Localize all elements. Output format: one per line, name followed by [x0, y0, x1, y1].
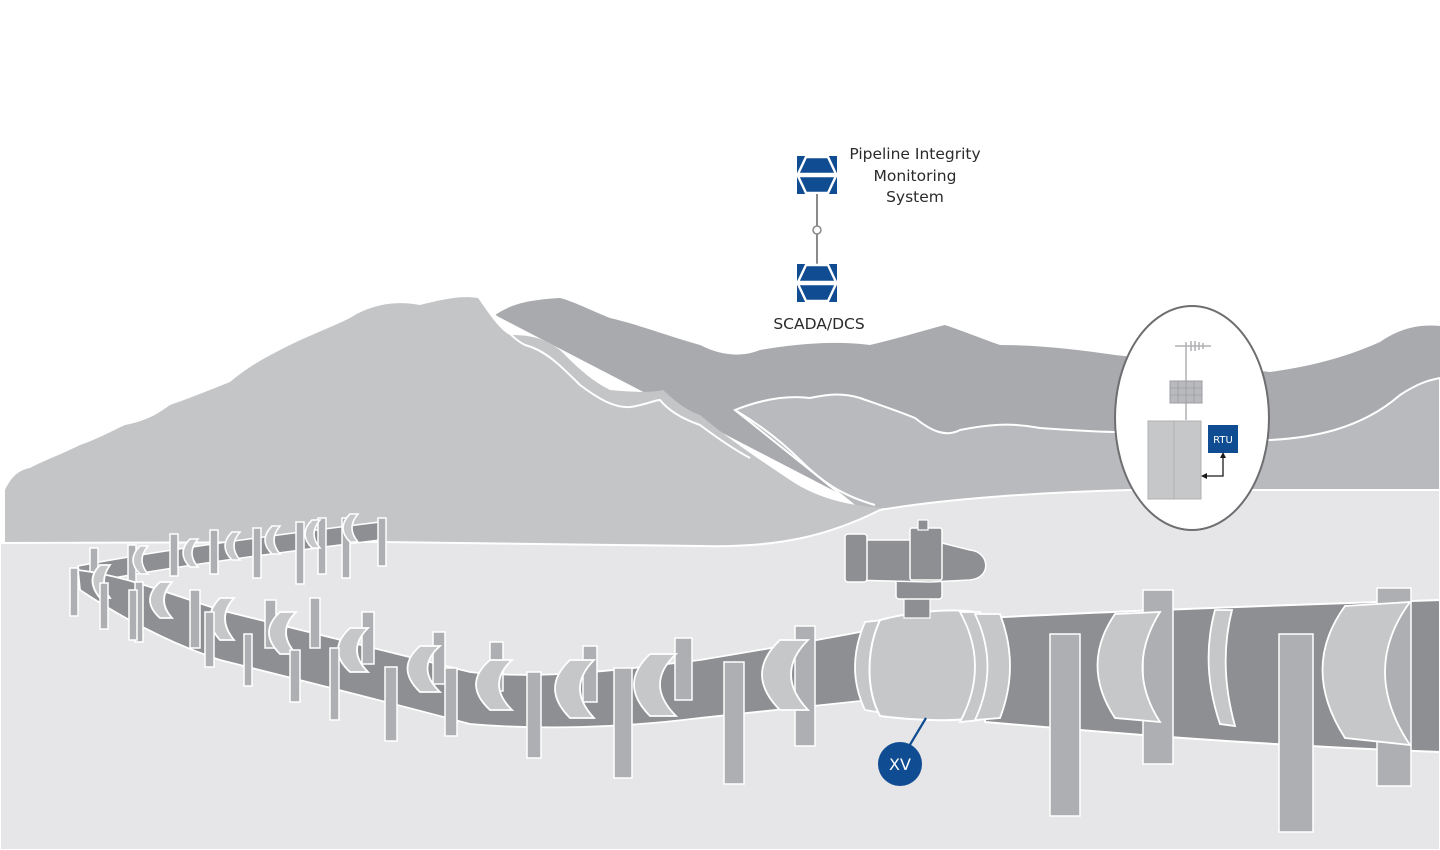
valve-tag-xv[interactable]: XV — [878, 742, 922, 786]
rtu-site-callout[interactable]: RTU — [1114, 305, 1270, 531]
arrow-head-up — [1220, 452, 1226, 458]
pims-label-line: Pipeline Integrity — [849, 145, 981, 163]
rtu-link-arrow — [1204, 457, 1224, 477]
mid-hill — [733, 376, 1440, 512]
solar-panel-icon — [1169, 380, 1203, 404]
pims-node[interactable] — [795, 154, 839, 196]
control-system-icon — [795, 262, 839, 304]
valve-tag-label: XV — [889, 755, 911, 774]
scada-label: SCADA/DCS — [773, 315, 865, 333]
valley-line — [734, 409, 876, 506]
ball-valve — [844, 519, 1011, 749]
pims-label-line: System — [886, 188, 944, 206]
ridge-line — [494, 314, 751, 459]
arrow-head-left — [1201, 473, 1207, 479]
near-pipeline — [69, 564, 1440, 833]
scada-node[interactable] — [795, 262, 839, 304]
rtu-label: RTU — [1213, 435, 1233, 446]
junction-node — [812, 225, 822, 235]
pims-label-line: Monitoring — [873, 166, 957, 185]
rtu-box[interactable]: RTU — [1208, 425, 1238, 453]
pims-label: Pipeline Integrity Monitoring System — [842, 144, 988, 209]
control-system-icon — [795, 154, 839, 196]
equipment-cabinet — [1147, 420, 1202, 500]
valve-tag-badge — [878, 742, 922, 786]
antenna-icon — [1175, 341, 1211, 420]
